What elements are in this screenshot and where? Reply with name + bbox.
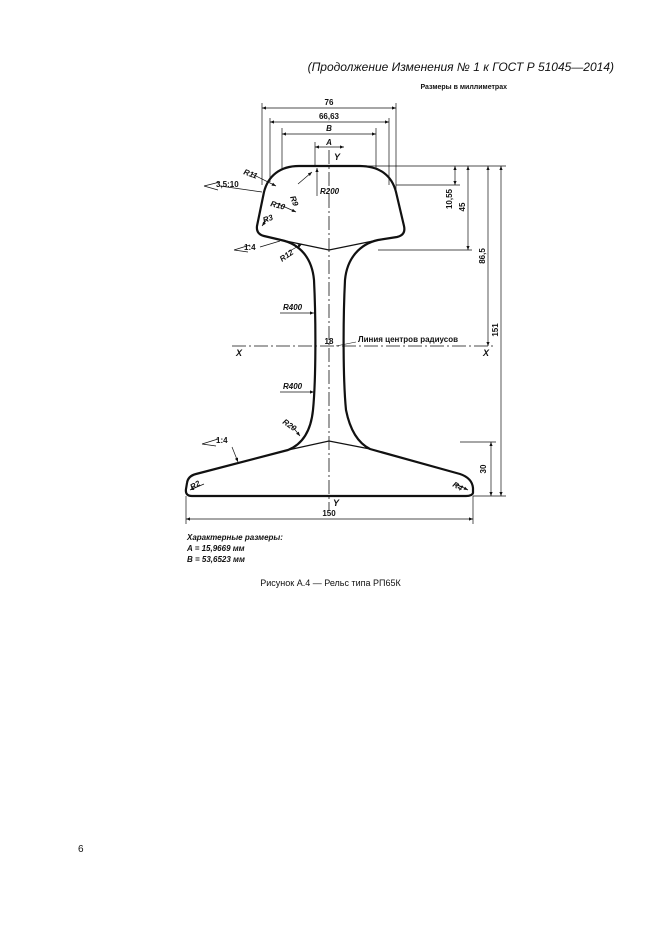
x-axis-label-left: X — [235, 348, 243, 358]
dim-b: B — [326, 124, 332, 133]
radius-r4: R4 — [451, 480, 465, 493]
y-axis-label-bottom: Y — [333, 498, 340, 508]
rail-outline — [184, 164, 475, 498]
right-dimensions — [360, 165, 506, 497]
bottom-dimension — [185, 496, 474, 524]
radius-r10: R10 — [269, 199, 286, 212]
radius-r9: R9 — [288, 195, 300, 208]
radius-r12: R12 — [278, 248, 296, 264]
center-line-label: Линия центров радиусов — [358, 335, 458, 344]
radius-r11: R11 — [242, 167, 259, 180]
characteristic-a: A = 15,9669 мм — [187, 544, 245, 553]
center-line-leader — [335, 341, 357, 347]
dim-30: 30 — [479, 464, 488, 473]
characteristic-dimensions: Характерные размеры: A = 15,9669 мм B = … — [187, 532, 283, 565]
page-number: 6 — [78, 844, 84, 855]
slope-head: 3,5:10 — [216, 180, 239, 189]
radius-leaders — [189, 168, 469, 491]
dim-web-18: 18 — [325, 337, 334, 346]
radius-r200: R200 — [320, 187, 340, 196]
characteristic-b: B = 53,6523 мм — [187, 555, 245, 564]
y-axis-label-top: Y — [334, 152, 341, 162]
units-note: Размеры в миллиметрах — [420, 84, 507, 91]
dim-151: 151 — [491, 323, 500, 337]
figure-caption: Рисунок А.4 — Рельс типа РП65К — [260, 578, 401, 588]
radius-r400-bottom: R400 — [283, 382, 303, 391]
characteristics-title: Характерные размеры: — [187, 533, 283, 542]
x-axis-label-right: X — [482, 348, 490, 358]
dim-66-63: 66,63 — [319, 112, 340, 121]
dim-86-5: 86,5 — [478, 248, 487, 264]
slope-upper: 1:4 — [244, 243, 256, 252]
radius-r400-top: R400 — [283, 303, 303, 312]
radius-r3: R3 — [262, 213, 275, 225]
dim-150: 150 — [322, 509, 336, 518]
dim-45: 45 — [458, 202, 467, 211]
slope-lower: 1:4 — [216, 436, 228, 445]
dim-10-55: 10,55 — [445, 188, 454, 209]
dim-76: 76 — [325, 98, 334, 107]
continuation-note: (Продолжение Изменения № 1 к ГОСТ Р 5104… — [307, 60, 614, 74]
dim-a: A — [325, 138, 332, 147]
top-dimensions — [261, 103, 397, 192]
